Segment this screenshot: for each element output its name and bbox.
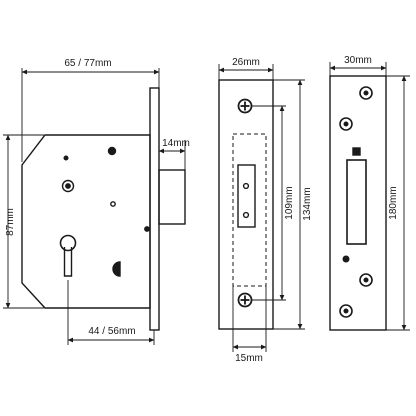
strike-bolt-opening <box>346 159 367 245</box>
strike-plate-view <box>329 75 387 331</box>
dim-forend-slot-width: 15mm <box>235 353 263 364</box>
dim-strike-height: 180mm <box>388 186 399 219</box>
dim-lock-height: 87mm <box>5 208 16 236</box>
keyhole-icon <box>59 234 77 252</box>
dim-forend-width: 26mm <box>232 57 260 68</box>
lock-case-view <box>21 87 186 331</box>
case-hole-rivet-center <box>65 183 71 189</box>
dim-fixing-centres: 109mm <box>284 186 295 219</box>
case-hole-small-mid <box>110 201 116 207</box>
screw-bottom-icon <box>237 292 253 308</box>
dim-strike-width: 30mm <box>344 55 372 66</box>
lock-forend-plate <box>149 87 160 331</box>
slot-hole-lower <box>242 211 250 219</box>
lock-case-dimensions <box>3 68 186 345</box>
strike-dimensions <box>329 62 410 331</box>
strike-hole-5 <box>339 304 353 318</box>
dim-backset: 44 / 56mm <box>88 326 135 337</box>
case-hole-rivet-ring <box>61 179 75 193</box>
forend-dashed-case <box>232 133 267 287</box>
lock-bolt <box>158 169 186 225</box>
case-hole-small-top <box>63 155 69 161</box>
strike-hole-1 <box>359 86 373 100</box>
forend-bolt-slot <box>237 164 256 228</box>
dim-forend-height: 134mm <box>302 187 313 220</box>
strike-small-square <box>352 147 361 156</box>
strike-hole-3 <box>342 255 350 263</box>
dim-lock-width: 65 / 77mm <box>64 58 111 69</box>
keyhole-slot <box>63 247 73 277</box>
forend-outline <box>218 79 274 330</box>
strike-hole-4 <box>359 273 373 287</box>
dim-bolt-throw: 14mm <box>162 138 190 149</box>
lock-case-outline <box>21 134 151 309</box>
forend-dimensions <box>218 64 305 352</box>
strike-hole-2 <box>339 117 353 131</box>
case-half-circle <box>112 261 121 277</box>
screw-top-icon <box>237 98 253 114</box>
case-hole-top-right <box>107 146 117 156</box>
strike-outline <box>329 75 387 331</box>
case-hole-right <box>144 226 150 232</box>
slot-hole-upper <box>242 182 250 190</box>
forend-view <box>218 79 274 330</box>
